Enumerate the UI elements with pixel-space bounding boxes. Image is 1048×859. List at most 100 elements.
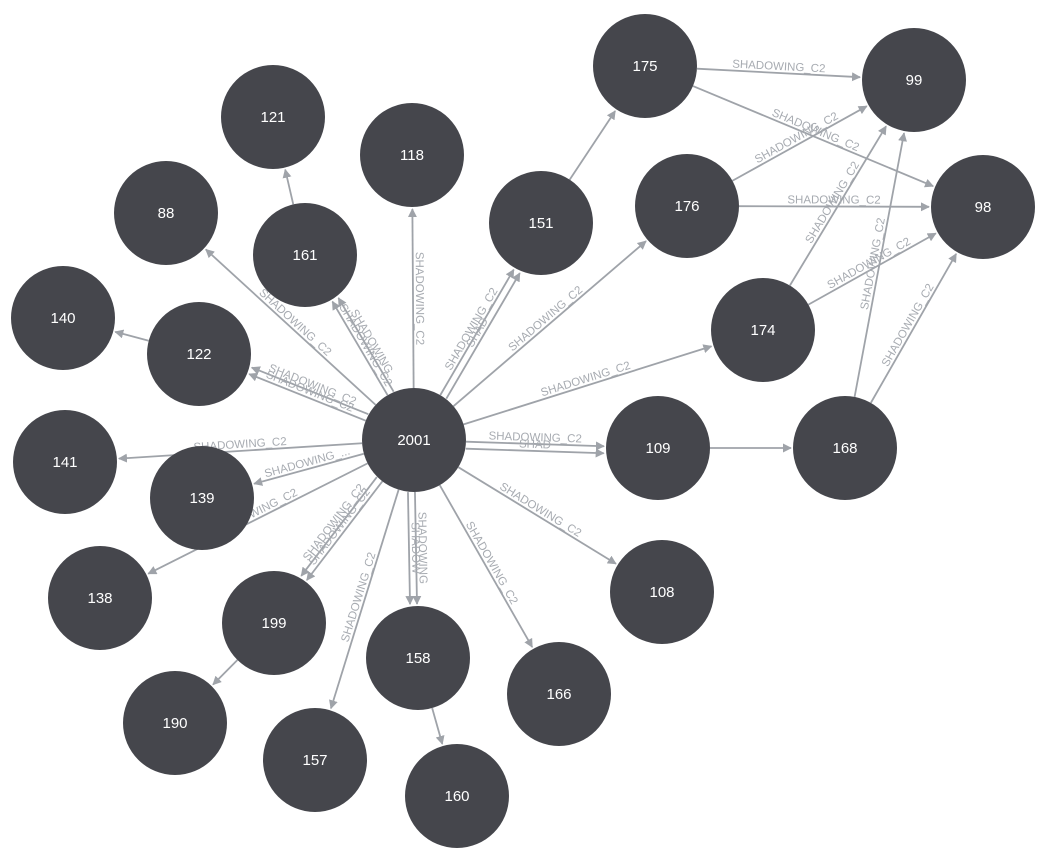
- node-label: 176: [674, 198, 699, 215]
- node-circle[interactable]: [221, 65, 325, 169]
- edge-2001-108: [457, 466, 617, 565]
- node-157[interactable]: 157: [263, 708, 367, 812]
- node-190[interactable]: 190: [123, 671, 227, 775]
- node-label: 139: [189, 490, 214, 507]
- node-circle[interactable]: [507, 642, 611, 746]
- node-141[interactable]: 141: [13, 410, 117, 514]
- node-label: 151: [528, 215, 553, 232]
- node-circle[interactable]: [253, 203, 357, 307]
- node-160[interactable]: 160: [405, 744, 509, 848]
- node-174[interactable]: 174: [711, 278, 815, 382]
- node-label: 2001: [397, 432, 430, 449]
- edge-label-2001-161: SHADOWING_C2: [336, 302, 394, 388]
- edge-2001-109: [465, 447, 605, 458]
- node-140[interactable]: 140: [11, 266, 115, 370]
- node-circle[interactable]: [793, 396, 897, 500]
- edge-label-2001-158: SHADOWING: [415, 512, 428, 584]
- node-99[interactable]: 99: [862, 28, 966, 132]
- node-circle[interactable]: [610, 540, 714, 644]
- node-98[interactable]: 98: [931, 155, 1035, 259]
- edge-2001-151: [439, 268, 515, 396]
- node-199[interactable]: 199: [222, 571, 326, 675]
- edge-2001-141: [117, 442, 363, 463]
- node-label: 166: [546, 686, 571, 703]
- edge-2001-161: [337, 297, 395, 393]
- node-label: 118: [400, 147, 424, 164]
- node-166[interactable]: 166: [507, 642, 611, 746]
- node-label: 161: [292, 247, 317, 264]
- node-151[interactable]: 151: [489, 171, 593, 275]
- node-circle[interactable]: [489, 171, 593, 275]
- node-label: 158: [405, 650, 430, 667]
- edge-2001-174: [463, 344, 713, 426]
- node-circle[interactable]: [862, 28, 966, 132]
- edge-2001-138: [147, 462, 368, 575]
- node-109[interactable]: 109: [606, 396, 710, 500]
- edges-layer: [114, 67, 957, 745]
- node-circle[interactable]: [48, 546, 152, 650]
- edge-label-168-98: SHADOWING_C2: [880, 282, 937, 369]
- edge-176-99: [732, 105, 868, 182]
- node-circle[interactable]: [11, 266, 115, 370]
- node-circle[interactable]: [222, 571, 326, 675]
- node-175[interactable]: 175: [593, 14, 697, 118]
- edge-2001-158: [405, 492, 415, 606]
- edge-2001-151: [445, 272, 521, 400]
- nodes-layer: 2001 121 118 88 161 151 175 99 176 98 140 122 174 141…: [11, 14, 1035, 848]
- node-label: 122: [186, 346, 211, 363]
- node-circle[interactable]: [593, 14, 697, 118]
- node-label: 160: [444, 788, 469, 805]
- node-label: 88: [158, 205, 175, 222]
- edge-label-2001-108: SHADOWING_C2: [497, 481, 583, 540]
- node-176[interactable]: 176: [635, 154, 739, 258]
- edge-label-2001-174: SHADOWING_C2: [539, 360, 632, 399]
- node-118[interactable]: 118: [360, 103, 464, 207]
- node-121[interactable]: 121: [221, 65, 325, 169]
- edge-label-2001-166: SHADOWING_C2: [463, 520, 520, 607]
- node-label: 109: [645, 440, 670, 457]
- node-circle[interactable]: [606, 396, 710, 500]
- node-2001[interactable]: 2001: [362, 388, 466, 492]
- node-circle[interactable]: [123, 671, 227, 775]
- node-label: 121: [260, 109, 285, 126]
- edge-2001-176: [452, 240, 647, 407]
- node-161[interactable]: 161: [253, 203, 357, 307]
- node-circle[interactable]: [362, 388, 466, 492]
- edge-2001-166: [438, 484, 534, 648]
- node-139[interactable]: 139: [150, 446, 254, 550]
- node-label: 99: [906, 72, 923, 89]
- node-circle[interactable]: [711, 278, 815, 382]
- edge-label-2001-158: SHADOW: [409, 522, 422, 574]
- node-circle[interactable]: [405, 744, 509, 848]
- edge-176-98: [738, 202, 930, 212]
- node-138[interactable]: 138: [48, 546, 152, 650]
- node-circle[interactable]: [360, 103, 464, 207]
- node-label: 98: [975, 199, 992, 216]
- node-circle[interactable]: [263, 708, 367, 812]
- edge-label-175-99: SHADOWING_C2: [732, 59, 826, 76]
- edge-175-99: [696, 67, 861, 82]
- edge-168-98: [870, 253, 957, 404]
- edge-label-2001-109: SHAD: [519, 438, 551, 451]
- node-circle[interactable]: [366, 606, 470, 710]
- node-circle[interactable]: [13, 410, 117, 514]
- node-circle[interactable]: [931, 155, 1035, 259]
- edge-122-140: [114, 329, 149, 342]
- edge-174-98: [807, 232, 937, 306]
- node-label: 190: [162, 715, 187, 732]
- node-158[interactable]: 158: [366, 606, 470, 710]
- edge-label-2001-118: SHADOWING_C2: [413, 252, 426, 345]
- node-label: 138: [87, 590, 112, 607]
- node-label: 140: [50, 310, 75, 327]
- node-circle[interactable]: [150, 446, 254, 550]
- node-circle[interactable]: [114, 161, 218, 265]
- node-88[interactable]: 88: [114, 161, 218, 265]
- node-label: 141: [52, 454, 77, 471]
- node-108[interactable]: 108: [610, 540, 714, 644]
- node-circle[interactable]: [147, 302, 251, 406]
- edge-2001-109: [465, 440, 605, 451]
- edge-2001-157: [329, 489, 400, 710]
- node-122[interactable]: 122: [147, 302, 251, 406]
- node-circle[interactable]: [635, 154, 739, 258]
- node-168[interactable]: 168: [793, 396, 897, 500]
